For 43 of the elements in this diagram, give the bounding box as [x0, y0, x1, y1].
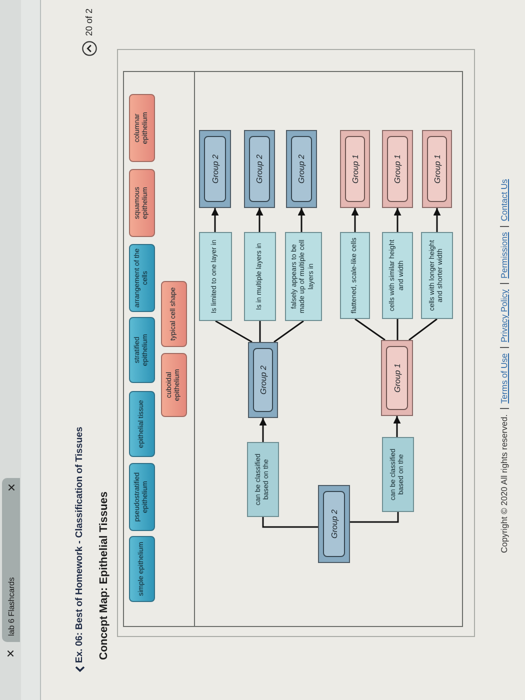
drop-zone	[286, 130, 317, 208]
group-label: Group 1	[345, 136, 365, 202]
arrow	[211, 208, 219, 232]
connector-line	[354, 318, 386, 341]
footer-link: Privacy Policy	[499, 289, 509, 342]
drop-zone	[318, 485, 350, 563]
connector-line	[259, 321, 261, 342]
assignment-heading: Ex. 06: Best of Homework - Classification of Tissues	[74, 426, 85, 663]
copyright-notice: Copyright © 2020 All rights reserved.	[499, 414, 509, 553]
arrow	[259, 418, 267, 442]
group-label: Group 2	[323, 491, 345, 557]
group-label: Group 1	[427, 136, 447, 202]
arrow	[393, 416, 401, 437]
group-label: Group 2	[204, 136, 226, 202]
arrow	[351, 208, 359, 232]
drop-zone	[248, 342, 278, 418]
drop-zone	[199, 130, 231, 208]
page-title: Concept Map: Epithelial Tissues	[98, 492, 110, 660]
connector-line	[396, 319, 398, 340]
footer-link: Contact Us	[499, 179, 509, 222]
group-label: Group 2	[249, 136, 270, 202]
group-label: Group 2	[253, 348, 273, 412]
arrow	[433, 208, 441, 232]
group-label: Group 1	[387, 136, 408, 202]
item-counter: 20 of 2	[84, 8, 94, 36]
drop-zone	[381, 340, 413, 416]
connector-line	[274, 320, 304, 343]
connector-line	[215, 320, 252, 343]
drop-zone	[244, 130, 275, 208]
connector-line	[408, 318, 438, 341]
connector-line	[262, 517, 318, 528]
connector-line	[350, 512, 399, 523]
arrow	[298, 208, 306, 232]
drop-zone	[340, 130, 370, 208]
footer-link: Terms of Use	[499, 353, 509, 404]
tab-title: lab 6 Flashcards	[6, 577, 16, 636]
group-label: Group 1	[386, 346, 408, 410]
group-label: Group 2	[291, 136, 312, 202]
drop-zone	[382, 130, 413, 208]
drop-zone	[422, 130, 452, 208]
footer-link: Permissions	[499, 232, 509, 278]
arrow	[256, 208, 264, 232]
arrow	[394, 208, 402, 232]
